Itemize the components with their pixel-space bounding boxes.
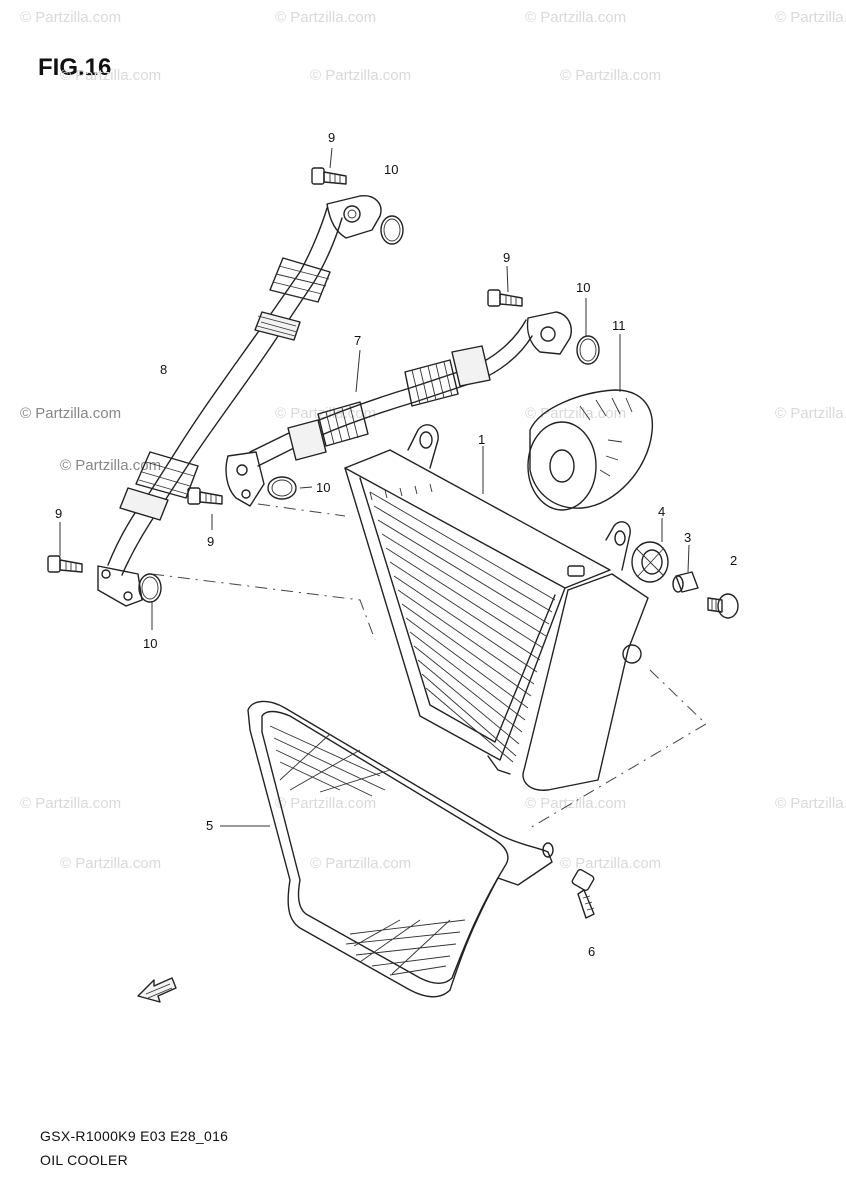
collar-3 <box>672 571 699 593</box>
leader-lines <box>59 147 690 827</box>
watermark: © Partzilla.com <box>60 457 161 474</box>
callout-10: 10 <box>143 636 157 651</box>
assembly-name: OIL COOLER <box>40 1152 129 1168</box>
bolt-9-mid <box>487 289 523 307</box>
watermark: © Partzilla.com <box>525 405 626 422</box>
callout-4: 4 <box>658 504 665 519</box>
callout-10: 10 <box>316 480 330 495</box>
watermark: © Partzilla.com <box>20 9 121 26</box>
front-arrow-icon <box>137 977 177 1003</box>
o-ring-10-top <box>380 215 404 245</box>
oil-hose-8 <box>97 195 382 607</box>
callout-7: 7 <box>354 333 361 348</box>
bolt-2 <box>707 593 739 619</box>
o-ring-10-center <box>267 476 297 500</box>
oil-hose-7 <box>225 311 572 507</box>
watermark: © Partzilla.com <box>775 795 846 812</box>
callout-10: 10 <box>576 280 590 295</box>
oil-cooler-guard-5 <box>247 700 554 998</box>
callout-9: 9 <box>55 506 62 521</box>
bolt-9-left-mid <box>187 487 223 505</box>
assembly-guidelines <box>151 503 707 829</box>
callout-6: 6 <box>588 944 595 959</box>
oil-filter-11 <box>527 389 654 511</box>
watermark: © Partzilla.com <box>20 405 121 422</box>
watermark: © Partzilla.com <box>560 855 661 872</box>
watermark: © Partzilla.com <box>525 9 626 26</box>
bolt-9-left <box>47 555 83 573</box>
watermark: © Partzilla.com <box>275 9 376 26</box>
watermark: © Partzilla.com <box>60 67 161 84</box>
callout-9: 9 <box>503 250 510 265</box>
bolt-6 <box>571 868 595 919</box>
watermark: © Partzilla.com <box>310 67 411 84</box>
watermark: © Partzilla.com <box>775 9 846 26</box>
callout-labels: 1 2 3 4 5 6 7 8 9 9 9 9 10 10 10 10 11 <box>55 130 737 959</box>
callout-5: 5 <box>206 818 213 833</box>
callout-8: 8 <box>160 362 167 377</box>
grommet-4 <box>631 541 669 583</box>
watermark: © Partzilla.com <box>560 67 661 84</box>
callout-1: 1 <box>478 432 485 447</box>
oil-cooler-1 <box>344 424 649 791</box>
o-ring-10-left <box>138 573 162 603</box>
watermark-layer: © Partzilla.com © Partzilla.com © Partzi… <box>20 9 846 872</box>
watermark: © Partzilla.com <box>275 795 376 812</box>
bolt-9-top <box>311 167 347 185</box>
figure-title: FIG.16 <box>38 54 112 81</box>
watermark: © Partzilla.com <box>525 795 626 812</box>
callout-10: 10 <box>384 162 398 177</box>
callout-9: 9 <box>328 130 335 145</box>
callout-3: 3 <box>684 530 691 545</box>
callout-9: 9 <box>207 534 214 549</box>
o-ring-10-mid <box>576 335 600 365</box>
watermark: © Partzilla.com <box>20 795 121 812</box>
watermark: © Partzilla.com <box>60 855 161 872</box>
model-code: GSX-R1000K9 E03 E28_016 <box>40 1128 229 1144</box>
watermark: © Partzilla.com <box>310 855 411 872</box>
callout-2: 2 <box>730 553 737 568</box>
watermark: © Partzilla.com <box>775 405 846 422</box>
callout-11: 11 <box>612 318 626 333</box>
